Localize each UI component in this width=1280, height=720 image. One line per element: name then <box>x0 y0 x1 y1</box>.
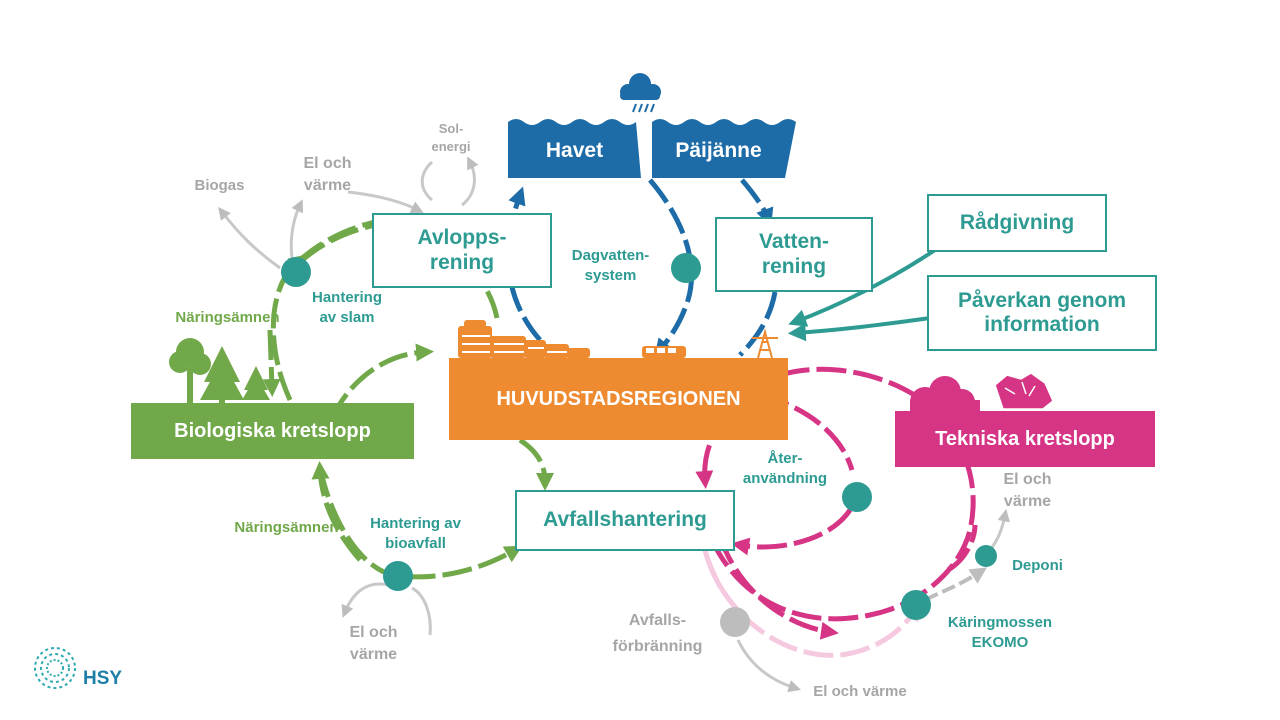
ateranvandning-label: Åter- användning <box>742 450 828 488</box>
vattenrening-box: Vatten- rening <box>715 217 873 292</box>
sea-shape <box>508 119 641 178</box>
water-bodies <box>508 119 796 178</box>
hsy-logo-text: HSY <box>83 668 123 689</box>
nodes <box>281 253 997 637</box>
node-slam <box>281 257 311 287</box>
center-box: HUVUDSTADSREGIONEN <box>449 358 788 440</box>
dagvatten-label: Dagvatten- system <box>571 247 650 285</box>
pink-incineration <box>702 549 920 658</box>
deponi-label: Deponi <box>1012 557 1063 574</box>
hantering-bioavfall-label: Hantering av bioavfall <box>370 515 461 553</box>
trees-icon <box>169 338 270 404</box>
power-tower-icon <box>752 328 778 359</box>
cloud-rain-icon <box>620 73 661 113</box>
naringsamnen-top-label: Näringsämnen <box>175 309 280 326</box>
el-varme-top-label: El och värme <box>303 155 352 194</box>
tekniska-box: Tekniska kretslopp <box>895 411 1155 467</box>
el-varme-bottom-label: El och värme <box>349 624 398 663</box>
node-kari <box>901 590 931 620</box>
hantering-slam-label: Hantering av slam <box>311 289 382 327</box>
node-ater <box>842 482 872 512</box>
grey-energy-arrows <box>218 156 1010 693</box>
paverkan-box: Påverkan genom information <box>927 275 1157 351</box>
biogas-label: Biogas <box>194 177 245 194</box>
avfallsforbranning-label: Avfalls- förbränning <box>612 612 703 655</box>
lake-label: Päijänne <box>675 139 762 163</box>
avfallshantering-box: Avfallshantering <box>515 490 735 551</box>
biologiska-box: Biologiska kretslopp <box>131 403 414 459</box>
bus-icon <box>642 346 686 358</box>
node-deponi <box>975 545 997 567</box>
hsy-logo-icon <box>34 647 76 689</box>
node-dagvatten <box>671 253 701 283</box>
node-forbranning <box>720 607 750 637</box>
solenergi-label: Sol- energi <box>431 121 471 154</box>
naringsamnen-bottom-label: Näringsämnen <box>234 519 339 536</box>
el-varme-right-label: El och värme <box>1003 471 1052 510</box>
sea-label: Havet <box>545 139 604 163</box>
radgivning-box: Rådgivning <box>927 194 1107 252</box>
avloppsrening-box: Avlopps- rening <box>372 213 552 288</box>
el-och-varme-bottom-right-label: El och värme <box>813 683 907 700</box>
scrap-pile-icon <box>910 372 1054 417</box>
buildings-icon <box>458 320 590 358</box>
node-bioavfall <box>383 561 413 591</box>
lake-shape <box>652 119 796 178</box>
kari-label: Käringmossen EKOMO <box>947 614 1053 652</box>
